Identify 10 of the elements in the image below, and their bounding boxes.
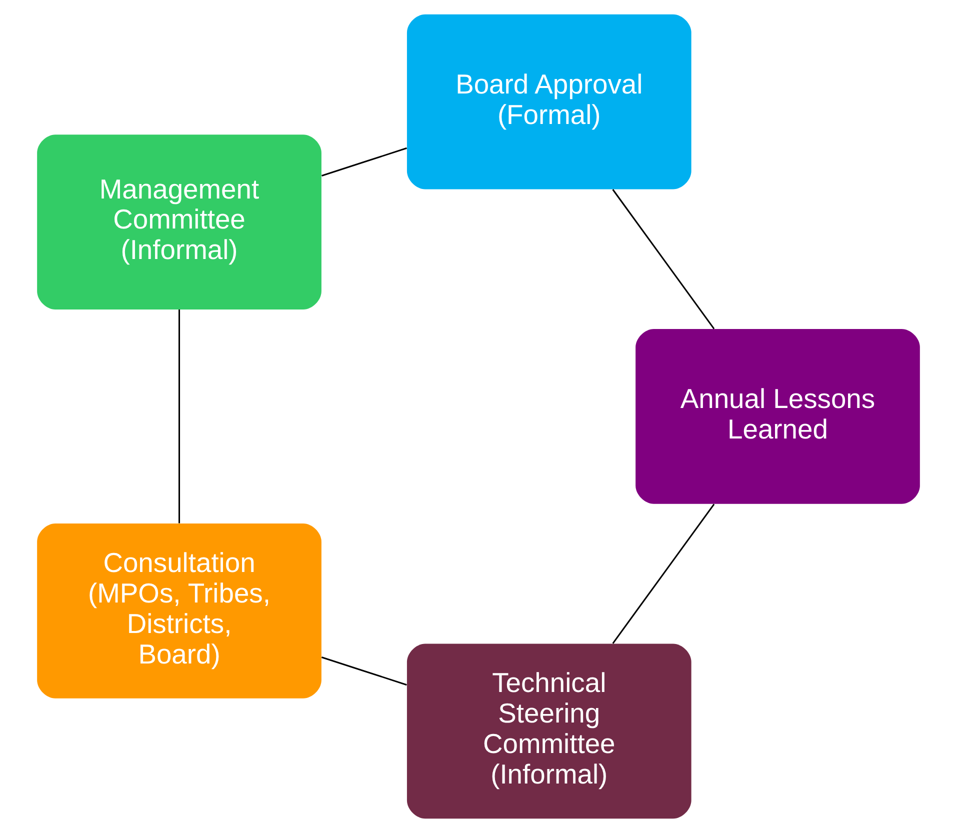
node-box: Technical Steering Committee (Informal) [406,644,692,819]
connector [612,189,715,330]
node-box: Annual Lessons Learned [636,329,920,504]
connector [612,504,715,644]
node-box: Board Approval (Formal) [406,14,692,190]
connector [321,656,407,686]
connector [178,309,180,524]
node-box: Management Committee (Informal) [37,134,322,310]
connector [322,147,407,176]
node-box: Consultation (MPOs, Tribes, Districts, Board) [37,524,322,698]
